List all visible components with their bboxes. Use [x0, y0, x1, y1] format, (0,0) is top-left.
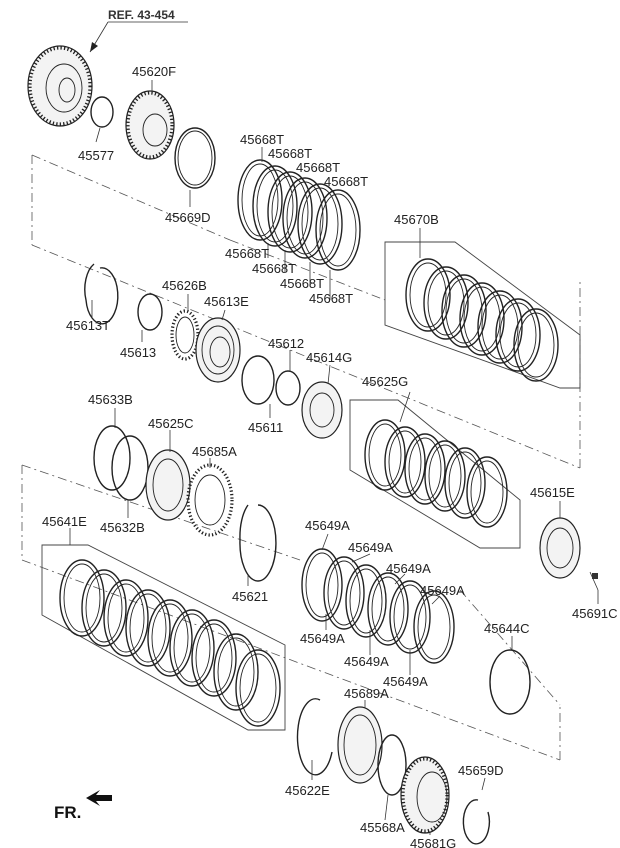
- gear-45620f: [125, 90, 175, 160]
- label-45625g: 45625G: [362, 374, 408, 389]
- label-45668t-4: 45668T: [324, 174, 368, 189]
- label-45649a-1: 45649A: [305, 518, 350, 533]
- ring-45568a: [377, 734, 407, 796]
- leader-lines: [69, 80, 599, 835]
- label-45668t-3: 45668T: [296, 160, 340, 175]
- ring-45612: [275, 370, 301, 406]
- piston-45689a: [337, 706, 383, 784]
- label-45611: 45611: [248, 420, 283, 435]
- clutch-plates-45625g: [364, 419, 508, 528]
- clutch-plates-45641e: [59, 559, 281, 727]
- hub-45613e: [195, 317, 241, 383]
- bearing-45626b: [170, 309, 200, 361]
- label-45625c: 45625C: [148, 416, 194, 431]
- snap-ring-45577: [90, 96, 114, 128]
- snap-ring-45613t: [84, 263, 119, 325]
- drum-45681g: [400, 756, 450, 834]
- label-45681g: 45681G: [410, 836, 456, 848]
- label-45649a-5: 45649A: [300, 631, 345, 646]
- snap-ring-45621: [239, 504, 277, 582]
- label-45613e: 45613E: [204, 294, 249, 309]
- label-45691c: 45691C: [572, 606, 618, 621]
- label-45668t-6: 45668T: [252, 261, 296, 276]
- label-front: FR.: [54, 803, 81, 822]
- ref-arrow: [89, 21, 188, 53]
- clutch-stack-45668t: [237, 159, 361, 271]
- label-45620f: 45620F: [132, 64, 176, 79]
- piston-45625c: [145, 449, 191, 521]
- spring-45685a: [186, 463, 234, 537]
- label-45668t-2: 45668T: [268, 146, 312, 161]
- snap-ring-45622e: [296, 698, 333, 776]
- label-45613: 45613: [120, 345, 156, 360]
- snap-ring-45659d: [462, 799, 491, 845]
- front-arrow: [86, 790, 112, 806]
- label-ref-43-454: REF. 43-454: [108, 8, 175, 22]
- label-45632b: 45632B: [100, 520, 145, 535]
- label-45668t-1: 45668T: [240, 132, 284, 147]
- label-45644c: 45644C: [484, 621, 530, 636]
- clutch-plates-45670b: [405, 258, 559, 382]
- label-45649a-4: 45649A: [420, 583, 465, 598]
- label-45612: 45612: [268, 336, 304, 351]
- label-45633b: 45633B: [88, 392, 133, 407]
- label-45670b: 45670B: [394, 212, 439, 227]
- ring-45669d: [174, 127, 216, 189]
- label-45689a: 45689A: [344, 686, 389, 701]
- label-45668t-8: 45668T: [309, 291, 353, 306]
- label-45615e: 45615E: [530, 485, 575, 500]
- sun-gear-ref-43-454: [27, 45, 93, 127]
- label-45622e: 45622E: [285, 783, 330, 798]
- label-45577: 45577: [78, 148, 114, 163]
- ring-45611: [241, 355, 275, 405]
- part-labels: REF. 43-454 45577 45620F 45669D 45668T 4…: [42, 8, 618, 848]
- plate-45614g: [301, 381, 343, 439]
- ring-45644c: [489, 649, 531, 715]
- label-45649a-6: 45649A: [344, 654, 389, 669]
- label-45669d: 45669D: [165, 210, 211, 225]
- label-45649a-3: 45649A: [386, 561, 431, 576]
- ring-45632b: [111, 435, 149, 501]
- label-45649a-2: 45649A: [348, 540, 393, 555]
- label-45641e: 45641E: [42, 514, 87, 529]
- label-45613t: 45613T: [66, 318, 110, 333]
- drum-45615e: [539, 517, 599, 591]
- label-45614g: 45614G: [306, 350, 352, 365]
- label-45621: 45621: [232, 589, 268, 604]
- label-45685a: 45685A: [192, 444, 237, 459]
- ring-45633b: [93, 425, 131, 491]
- group-box-45641e: [41, 544, 286, 731]
- label-45668t-5: 45668T: [225, 246, 269, 261]
- label-45568a: 45568A: [360, 820, 405, 835]
- group-box-45670b: [384, 241, 581, 389]
- label-45649a-7: 45649A: [383, 674, 428, 689]
- group-box-45625g: [349, 399, 521, 549]
- label-45668t-7: 45668T: [280, 276, 324, 291]
- label-45626b: 45626B: [162, 278, 207, 293]
- label-45659d: 45659D: [458, 763, 504, 778]
- snap-ring-45613: [137, 293, 163, 331]
